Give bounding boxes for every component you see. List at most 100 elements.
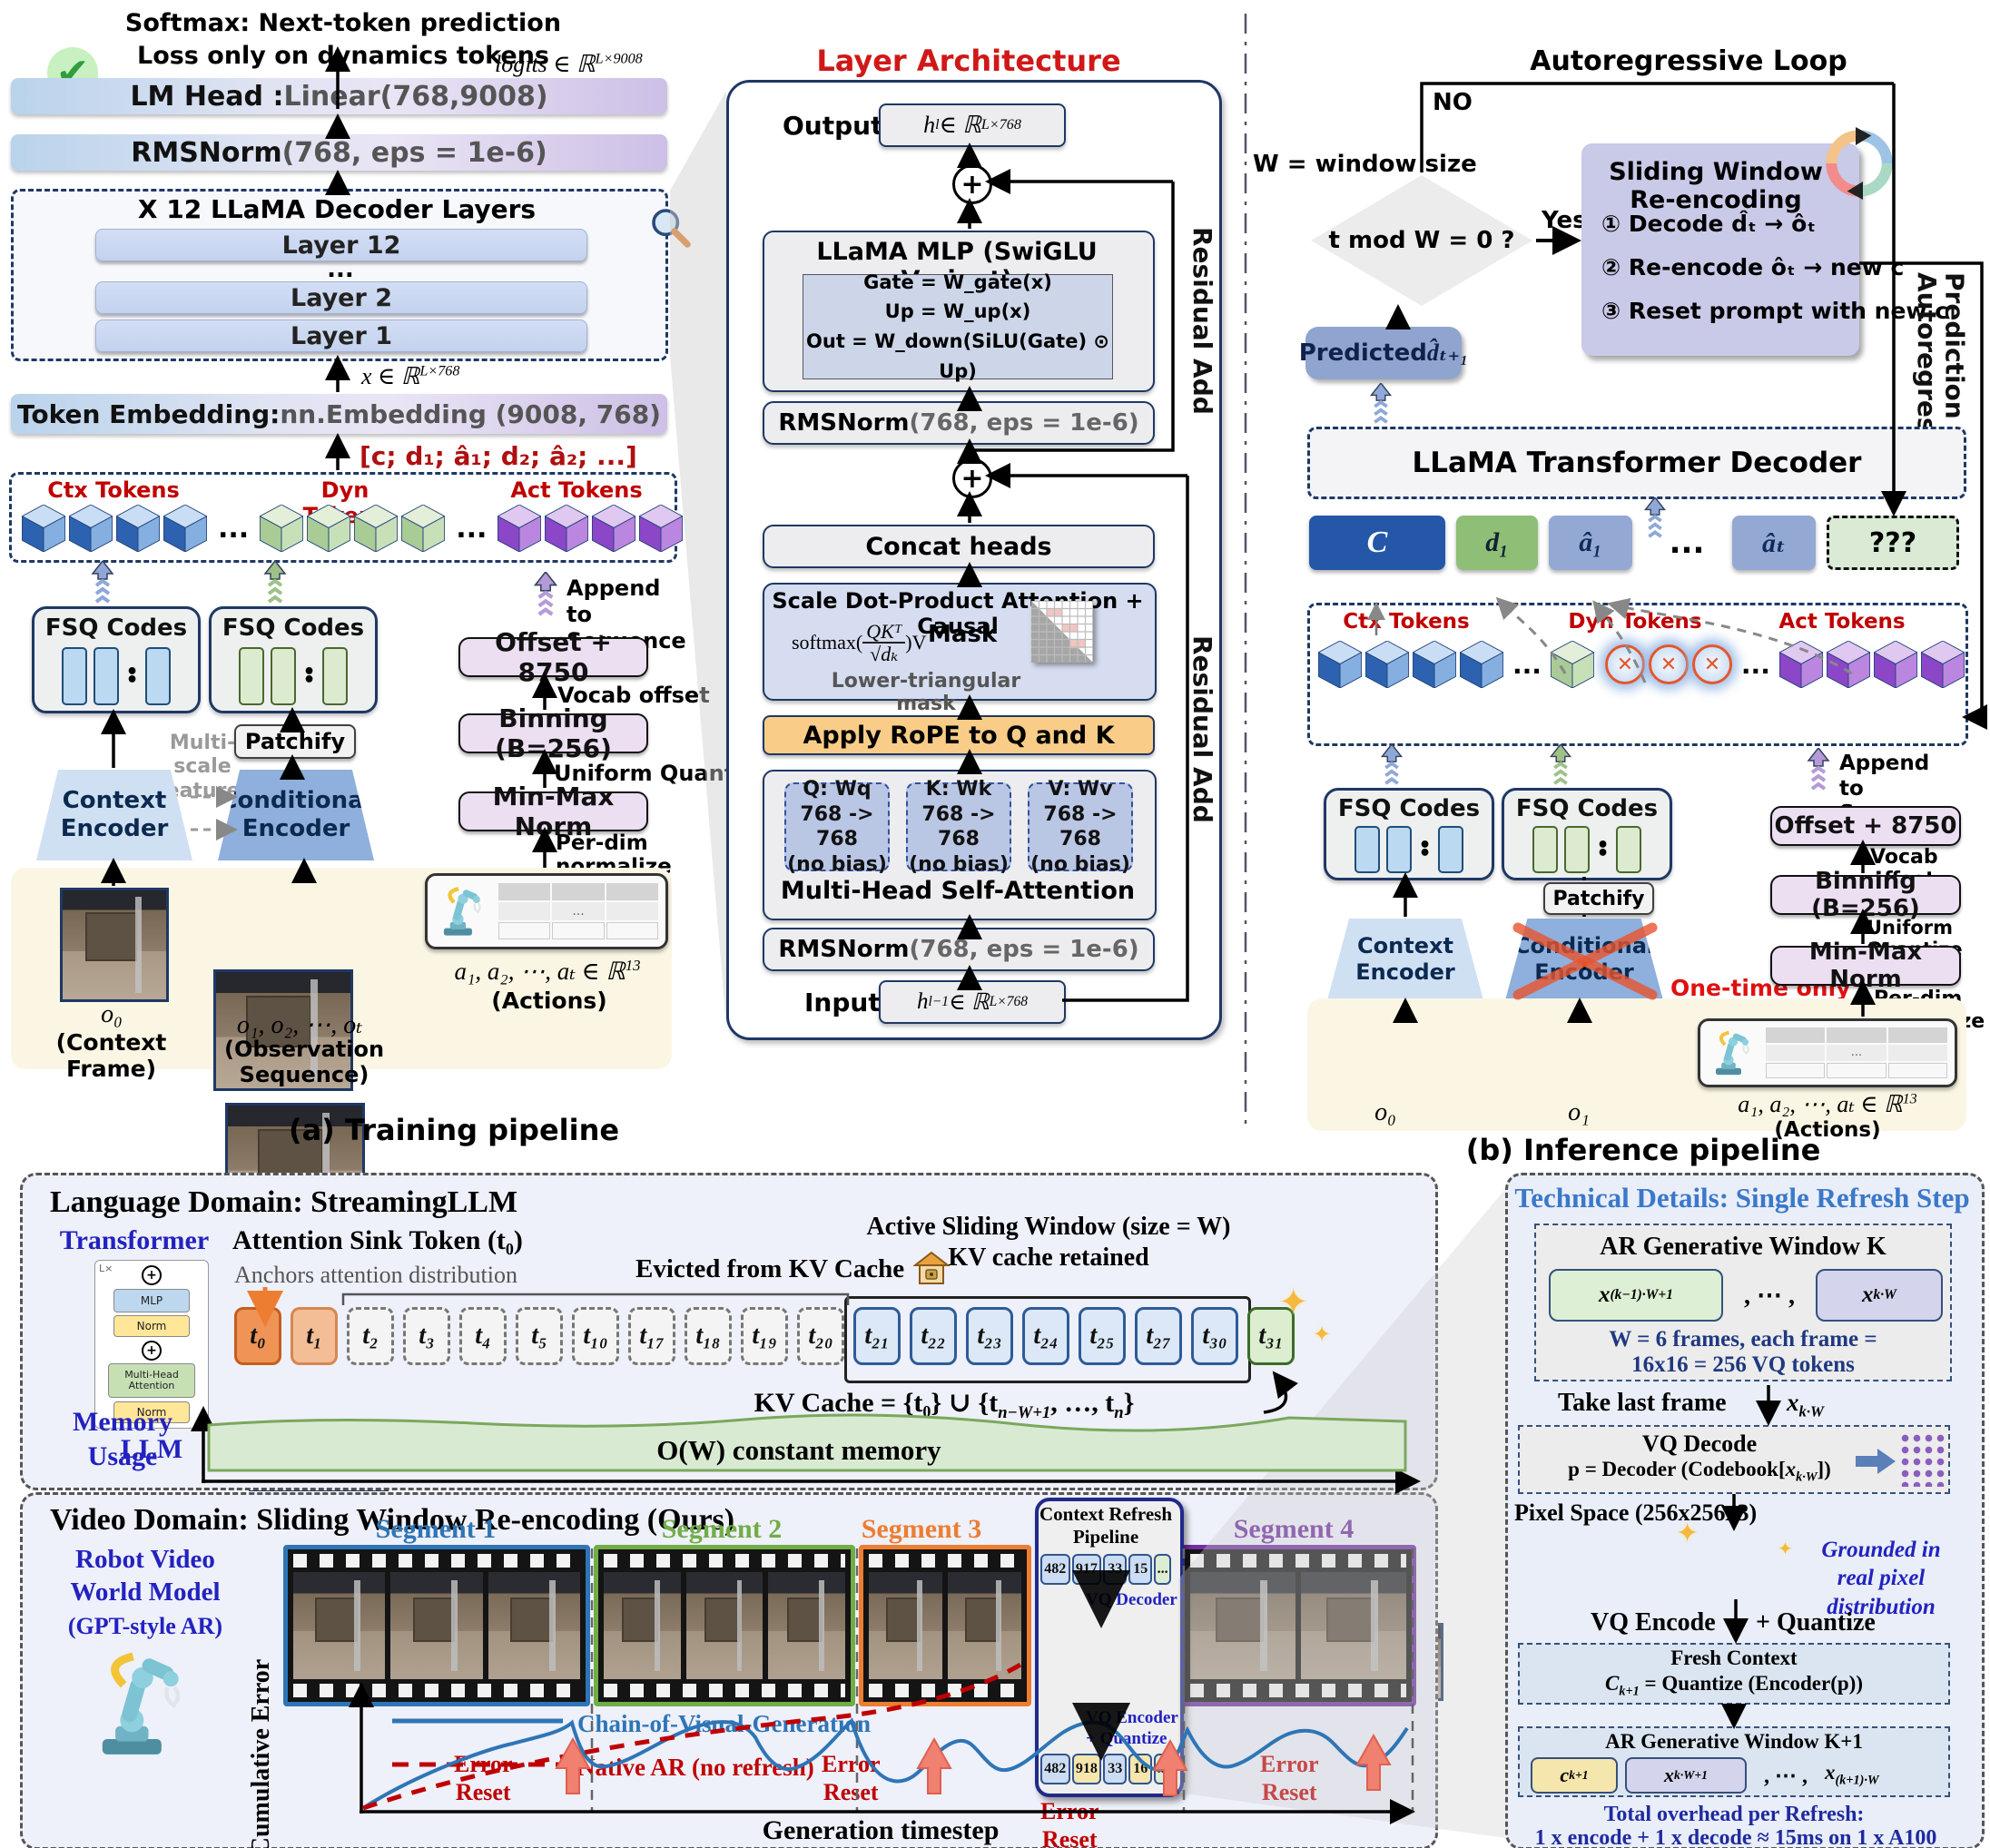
robot-arm-icon — [1708, 1027, 1758, 1078]
fsq-title: FSQ Codes — [1515, 795, 1659, 822]
video-frame — [293, 1572, 386, 1679]
dyn-cube — [1551, 641, 1594, 688]
active-token: t₂₇ — [1135, 1307, 1182, 1365]
mask-word: Mask — [928, 621, 998, 648]
segment1-label: Segment 1 — [375, 1514, 497, 1544]
concat-heads: Concat heads — [763, 525, 1155, 568]
lx-label: L× — [99, 1263, 113, 1274]
video-frame — [948, 1572, 1021, 1679]
obs-caption: (Observation Sequence) — [223, 1037, 385, 1087]
vq-token: 482 — [1040, 1554, 1070, 1585]
vq-dots-grid — [1899, 1432, 1946, 1487]
append-chevron-blue — [91, 561, 114, 605]
sink-token: t₀ — [234, 1307, 281, 1365]
ar-window-k-title: AR Generative Window K — [1600, 1233, 1887, 1261]
segment4-label: Segment 4 — [1233, 1514, 1355, 1544]
mini-norm: Norm — [113, 1401, 190, 1423]
dyn-cube — [401, 505, 445, 552]
newest-token: t₃₁ — [1247, 1307, 1295, 1365]
seq-box-unknown: ??? — [1827, 516, 1959, 570]
active-token: t₂₁ — [853, 1307, 901, 1365]
active-token: t₂₂ — [910, 1307, 957, 1365]
sequence-label: [c; d₁; â₁; d₂; â₂; ...] — [360, 441, 637, 471]
vq-token: 33 — [1103, 1554, 1128, 1585]
sparkle-icon: ✦ — [1278, 1282, 1309, 1323]
robot-arm-icon — [84, 1645, 202, 1763]
evicted-token: t₅ — [516, 1307, 563, 1365]
cumulative-error-label: Cumulative Error — [247, 1658, 275, 1848]
llama-decoder-box: LLaMA Transformer Decoder — [1307, 427, 1966, 499]
rmsnorm-bottom: RMSNorm (768, eps = 1e-6) — [763, 928, 1155, 971]
video-frame — [604, 1572, 681, 1679]
active-token: t₂₄ — [1022, 1307, 1069, 1365]
dyn-cube — [307, 505, 350, 552]
seq-box-c: C — [1309, 516, 1445, 570]
vq-token: ... — [1154, 1754, 1172, 1784]
vq-encoder-label: VQ Encoder+ Quantize — [1086, 1708, 1178, 1748]
video-title: Video Domain: Sliding Window Re-encoding… — [50, 1503, 735, 1537]
vq-token-changed: 16 — [1128, 1754, 1153, 1784]
rmsnorm-mid: RMSNorm (768, eps = 1e-6) — [763, 401, 1155, 445]
active-token: t₂₃ — [966, 1307, 1013, 1365]
active-token: t₃₀ — [1191, 1307, 1238, 1365]
fsq-title: FSQ Codes — [222, 614, 365, 642]
refresh-tokens-out: 482 918 33 16 ... — [1040, 1754, 1172, 1784]
act-cube — [498, 505, 541, 552]
no-label: NO — [1433, 89, 1473, 116]
obs-label: o₁, o₂, ⋯, oₜ — [236, 1011, 363, 1039]
ctx-cube — [69, 505, 113, 552]
refresh-tokens-in: 482 917 33 15 ... — [1040, 1554, 1172, 1585]
ctx-cube — [1365, 641, 1409, 688]
take-last-frame-formula: xk·W — [1787, 1389, 1824, 1420]
ar-window-k1-title: AR Generative Window K+1 — [1605, 1730, 1863, 1753]
residual-add-label-bottom: Residual Add — [1187, 635, 1217, 823]
sink-token-title: Attention Sink Token (t₀) — [232, 1225, 523, 1255]
refresh-cycle-icon — [1823, 127, 1896, 200]
evicted-token: t₂₀ — [797, 1307, 844, 1365]
offset-box: Offset + 8750 — [458, 627, 648, 687]
binning-box: Binning (B=256) — [458, 703, 648, 763]
ctx-cube — [116, 505, 160, 552]
vq-decode-arrow — [1856, 1449, 1896, 1474]
residual-add-label-top: Residual Add — [1187, 227, 1217, 415]
x-formula: x ∈ ℝL×768 — [361, 363, 460, 389]
masked-token-icon: ✕ — [1648, 644, 1689, 684]
ctx-tokens-label: Ctx Tokens — [47, 477, 180, 503]
train-token-cubes: ... ... — [22, 505, 683, 552]
attention-formula: softmax( QKᵀ√dₖ )V — [792, 620, 927, 666]
append-chevron-purple — [1807, 748, 1830, 791]
offset-box: Offset + 8750 — [1770, 806, 1961, 846]
append-chevron-pred — [1369, 383, 1393, 425]
caption-b: (b) Inference pipeline — [1465, 1133, 1821, 1167]
o0-label: o₀ — [101, 1000, 123, 1028]
fresh-context-box — [1518, 1643, 1950, 1705]
window-dots-2: , ⋯ , — [1764, 1764, 1808, 1788]
overhead-line2: 1 x encode + 1 x decode ≈ 15ms on 1 x A1… — [1534, 1826, 1937, 1848]
o0-label: o₀ — [1374, 1098, 1396, 1126]
x-end-formula: x(k+1)·W — [1825, 1761, 1879, 1788]
layer-2: Layer 2 — [95, 281, 587, 314]
mask-caption: Lower-triangular mask — [831, 670, 1021, 715]
actions-panel: ... — [425, 873, 668, 949]
legend-native-label: Native AR (no refresh) — [577, 1754, 814, 1781]
output-label: Output — [783, 111, 883, 141]
actions-caption: (Actions) — [1774, 1118, 1881, 1142]
seq-dots: ... — [1669, 525, 1705, 561]
legend-chain-label: Chain-of-Visual-Generation — [577, 1710, 871, 1737]
act-cube — [1921, 641, 1965, 688]
fsq-title: FSQ Codes — [1337, 795, 1481, 822]
minmax-box: Min-Max Norm — [458, 781, 648, 841]
layer-12: Layer 12 — [95, 229, 587, 261]
autoregressive-loop-title: Autoregressive Loop — [1530, 45, 1847, 77]
residual-add-node-top: + — [952, 164, 992, 204]
